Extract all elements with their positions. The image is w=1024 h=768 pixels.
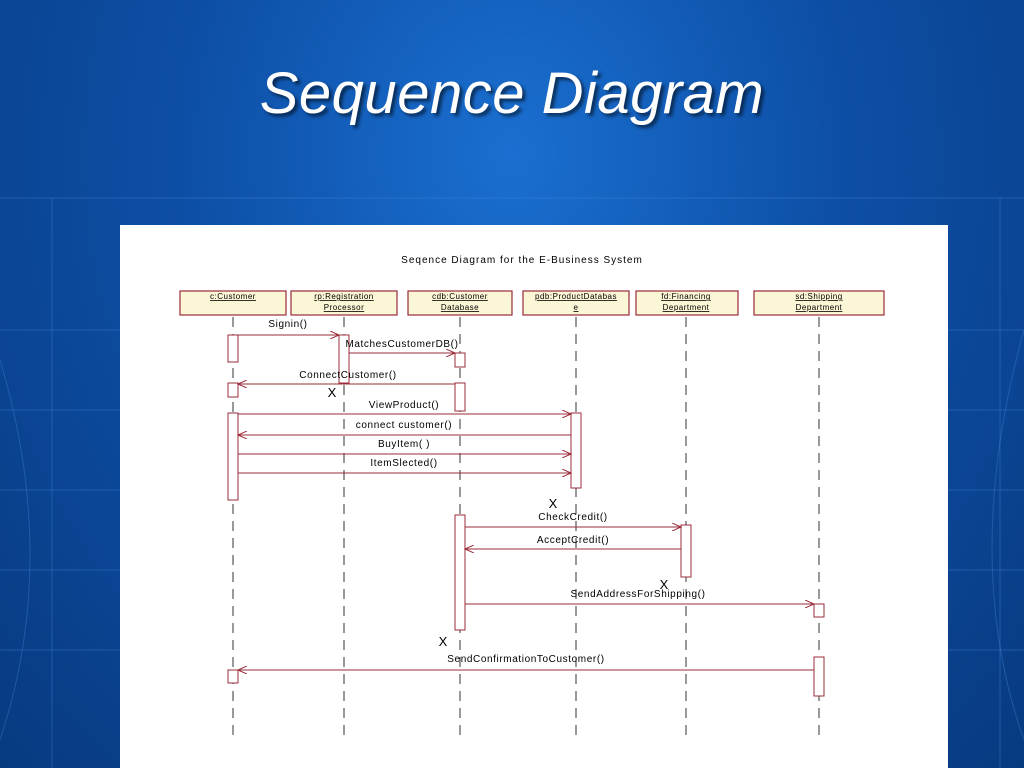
activation-bar	[454, 352, 466, 368]
destroy-mark: X	[549, 496, 558, 511]
diagram-panel: Seqence Diagram for the E-Business Syste…	[120, 225, 948, 768]
message-label-matches-customer-db: MatchesCustomerDB()	[345, 339, 458, 350]
activation-bar	[570, 412, 582, 489]
message-label-signin: Signin()	[268, 319, 307, 330]
message-label-buy-item: BuyItem( )	[378, 439, 430, 450]
object-label: pdb:ProductDatabas	[535, 292, 617, 301]
message-label-view-product: ViewProduct()	[369, 400, 439, 411]
object-label: c:Customer	[210, 292, 256, 301]
activation-bar	[227, 412, 239, 501]
activation-bars	[227, 334, 825, 697]
message-label-item-selected: ItemSlected()	[370, 458, 437, 469]
activation-bar	[227, 334, 239, 363]
activation-bar	[454, 514, 466, 631]
message-label-accept-credit: AcceptCredit()	[537, 535, 609, 546]
message-label-send-address: SendAddressForShipping()	[570, 589, 705, 600]
object-registration: rp:Registration Processor	[290, 290, 398, 316]
activation-bar	[813, 603, 825, 618]
object-product-db: pdb:ProductDatabas e	[522, 290, 630, 316]
object-shipping: sd:Shipping Department	[753, 290, 885, 316]
activation-bar	[813, 656, 825, 697]
activation-bar	[227, 669, 239, 684]
message-label-connect-customer-2: connect customer()	[356, 420, 452, 431]
destroy-mark: X	[660, 577, 669, 592]
sequence-diagram: Seqence Diagram for the E-Business Syste…	[179, 255, 885, 740]
object-label: cdb:Customer	[432, 292, 488, 301]
object-label: Processor	[324, 303, 365, 312]
destroy-mark: X	[439, 634, 448, 649]
object-label: sd:Shipping	[795, 292, 842, 301]
message-label-check-credit: CheckCredit()	[538, 512, 607, 523]
object-label: e	[574, 303, 579, 312]
activation-bar	[454, 382, 466, 412]
object-customer: c:Customer	[179, 290, 287, 316]
diagram-title: Seqence Diagram for the E-Business Syste…	[401, 255, 643, 266]
object-financing: fd:Financing Department	[635, 290, 739, 316]
message-label-send-confirmation: SendConfirmationToCustomer()	[447, 654, 604, 665]
activation-bar	[338, 334, 350, 384]
message-arrows	[238, 335, 814, 670]
object-label: Department	[796, 303, 843, 312]
object-label: Database	[441, 303, 479, 312]
destroy-mark: X	[328, 385, 337, 400]
activation-bar	[227, 382, 239, 398]
object-label: fd:Financing	[661, 292, 711, 301]
object-label: Department	[663, 303, 710, 312]
message-label-connect-customer: ConnectCustomer()	[299, 370, 396, 381]
object-customer-db: cdb:Customer Database	[407, 290, 513, 316]
activation-bar	[680, 524, 692, 578]
object-label: rp:Registration	[314, 292, 374, 301]
slide-title: Sequence Diagram	[259, 61, 765, 126]
